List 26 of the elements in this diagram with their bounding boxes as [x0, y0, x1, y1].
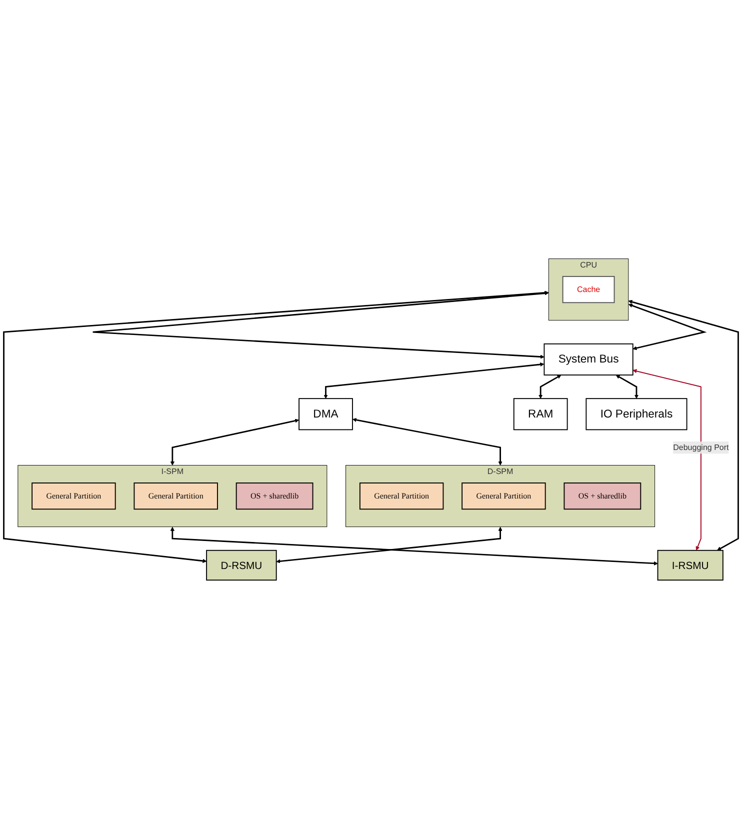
node-box: DMA — [298, 398, 353, 430]
node-box: I-RSMU — [657, 549, 724, 580]
arrow — [92, 290, 549, 358]
arrow — [170, 526, 658, 566]
arrow — [616, 374, 639, 398]
arrow — [170, 418, 300, 466]
node-box: OS + sharedlib — [236, 482, 314, 510]
node-box: D-RSMU — [206, 549, 277, 580]
arrow — [276, 526, 502, 563]
node-box: General Partition — [32, 482, 116, 510]
node-box: IO Peripherals — [586, 398, 688, 430]
arrow — [352, 418, 502, 466]
arrow — [632, 368, 702, 550]
node-box: Cache — [562, 276, 615, 303]
node-box: General Partition — [134, 482, 218, 510]
node-box: RAM — [513, 398, 568, 430]
node-box: System Bus — [544, 342, 634, 376]
arrow — [538, 374, 562, 398]
edge-label: Debugging Port — [673, 442, 729, 452]
node-box: OS + sharedlib — [564, 482, 642, 510]
arrow — [324, 362, 544, 398]
arrow — [628, 303, 707, 350]
node-box: General Partition — [462, 482, 546, 510]
node-box: General Partition — [359, 482, 444, 510]
arrow — [628, 299, 739, 550]
arrow — [3, 290, 549, 563]
